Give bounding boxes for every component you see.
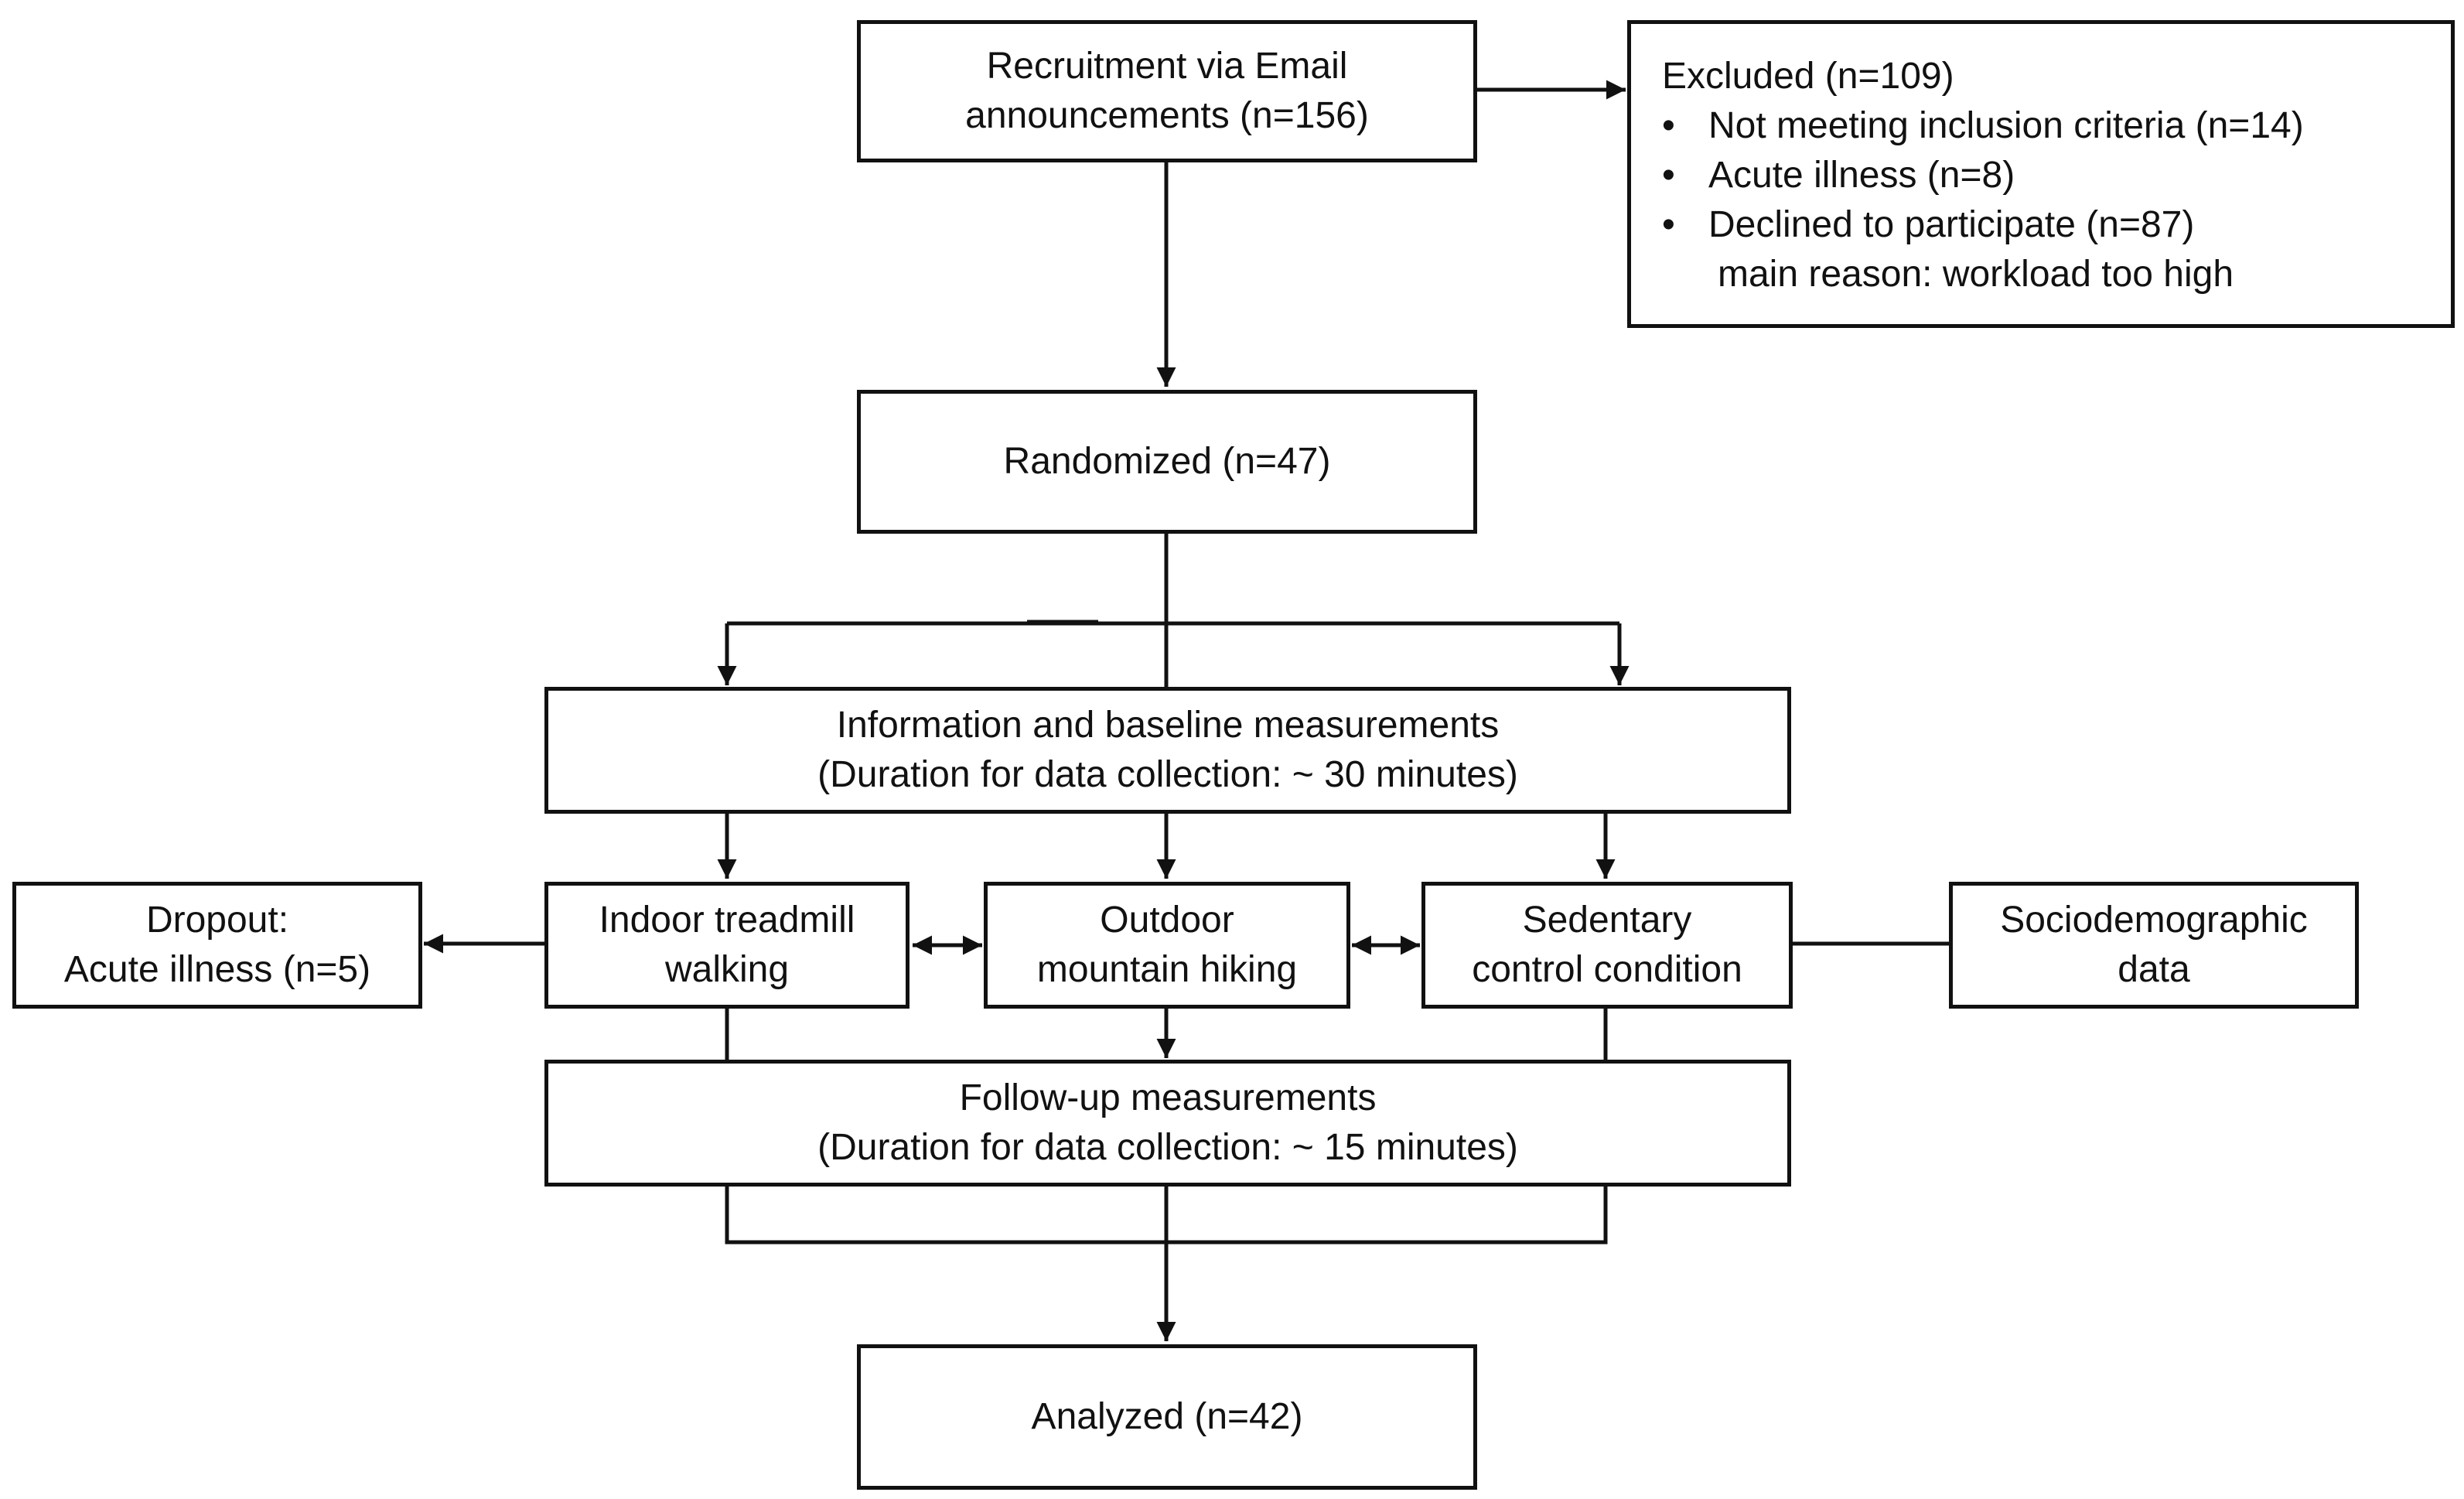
recruitment-box: Recruitment via Email announcements (n=1… — [857, 20, 1477, 162]
sociodemographic-box: Sociodemographic data — [1949, 882, 2359, 1009]
excluded-reason-item: Acute illness (n=8) — [1662, 151, 2304, 200]
sedentary-line-1: Sedentary — [1522, 900, 1692, 941]
excluded-title: Excluded (n=109) — [1662, 56, 1954, 97]
followup-box: Follow-up measurements (Duration for dat… — [544, 1060, 1791, 1187]
analyzed-box: Analyzed (n=42) — [857, 1344, 1477, 1490]
treadmill-line-1: Indoor treadmill — [599, 900, 855, 941]
sedentary-box: Sedentary control condition — [1421, 882, 1793, 1009]
excluded-reason-item: Declined to participate (n=87) — [1662, 200, 2304, 250]
treadmill-line-2: walking — [664, 949, 790, 990]
sociodemographic-line-2: data — [2118, 949, 2190, 990]
baseline-line-2: (Duration for data collection: ~ 30 minu… — [817, 754, 1518, 795]
randomized-box: Randomized (n=47) — [857, 390, 1477, 534]
excluded-reason-item: Not meeting inclusion criteria (n=14) — [1662, 101, 2304, 151]
hiking-line-1: Outdoor — [1100, 900, 1234, 941]
hiking-line-2: mountain hiking — [1036, 949, 1298, 990]
excluded-reasons-list: Not meeting inclusion criteria (n=14) Ac… — [1662, 101, 2304, 250]
recruitment-line-1: Recruitment via Email — [986, 46, 1348, 87]
hiking-box: Outdoor mountain hiking — [984, 882, 1350, 1009]
baseline-box: Information and baseline measurements (D… — [544, 687, 1791, 814]
excluded-note: main reason: workload too high — [1718, 254, 2234, 295]
dropout-line-2: Acute illness (n=5) — [63, 949, 371, 990]
followup-line-1: Follow-up measurements — [959, 1077, 1377, 1118]
sociodemographic-line-1: Sociodemographic — [2000, 900, 2308, 941]
treadmill-box: Indoor treadmill walking — [544, 882, 909, 1009]
followup-line-2: (Duration for data collection: ~ 15 minu… — [817, 1127, 1518, 1168]
baseline-line-1: Information and baseline measurements — [836, 705, 1500, 746]
dropout-box: Dropout: Acute illness (n=5) — [12, 882, 422, 1009]
analyzed-label: Analyzed (n=42) — [1031, 1396, 1303, 1437]
excluded-box: Excluded (n=109) Not meeting inclusion c… — [1627, 20, 2455, 328]
dropout-line-1: Dropout: — [145, 900, 289, 941]
sedentary-line-2: control condition — [1472, 949, 1742, 990]
randomized-label: Randomized (n=47) — [1003, 441, 1331, 482]
recruitment-line-2: announcements (n=156) — [965, 95, 1369, 136]
